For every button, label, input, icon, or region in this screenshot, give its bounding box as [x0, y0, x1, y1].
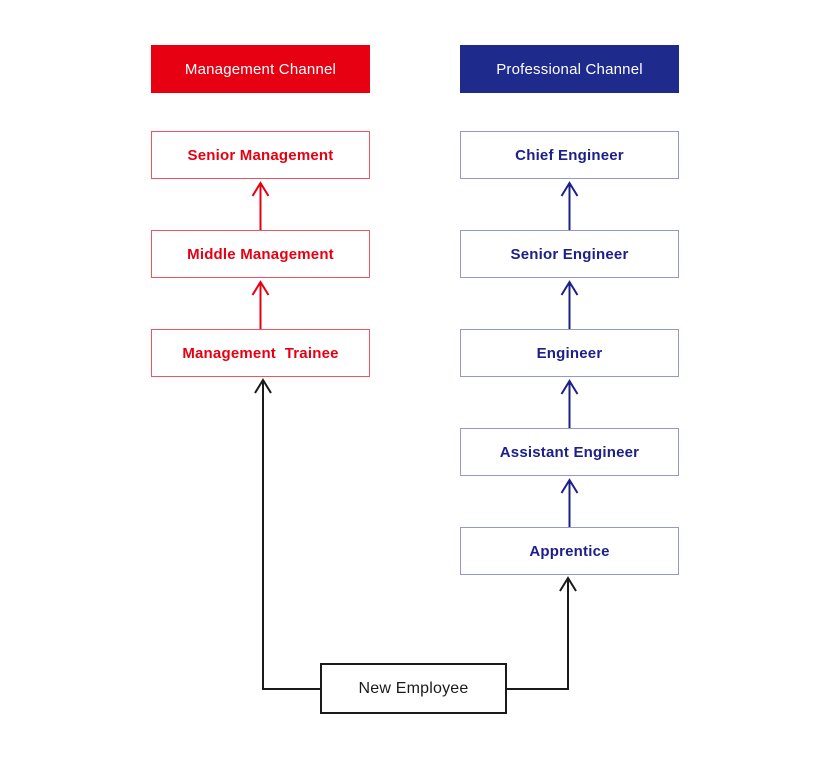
- node-senior-management-label: Senior Management: [187, 146, 334, 164]
- node-senior-management: Senior Management: [151, 131, 370, 179]
- node-senior-engineer: Senior Engineer: [460, 230, 679, 278]
- arrow-middle-to-senior-head-icon: [251, 181, 270, 197]
- arrow-assistant-to-engineer-head-icon: [560, 379, 579, 395]
- node-management-trainee-label: Management Trainee: [182, 344, 339, 362]
- node-chief-engineer-label: Chief Engineer: [515, 146, 624, 164]
- professional-arrows: [560, 181, 579, 527]
- entry-to-apprentice-line: [507, 579, 569, 690]
- node-apprentice: Apprentice: [460, 527, 679, 575]
- node-engineer: Engineer: [460, 329, 679, 377]
- node-new-employee: New Employee: [320, 663, 507, 714]
- node-new-employee-label: New Employee: [358, 679, 469, 697]
- entry-to-apprentice-head-icon: [559, 576, 577, 592]
- node-chief-engineer: Chief Engineer: [460, 131, 679, 179]
- management-arrows: [251, 181, 270, 329]
- node-middle-management: Middle Management: [151, 230, 370, 278]
- node-assistant-engineer: Assistant Engineer: [460, 428, 679, 476]
- professional-channel-label: Professional Channel: [496, 60, 643, 78]
- arrow-trainee-to-middle-head-icon: [251, 280, 270, 296]
- entry-to-trainee-line: [262, 381, 320, 690]
- node-engineer-label: Engineer: [536, 344, 603, 362]
- node-apprentice-label: Apprentice: [529, 542, 610, 560]
- management-channel-label: Management Channel: [184, 60, 337, 78]
- arrow-senioreng-to-chief-head-icon: [560, 181, 579, 197]
- entry-connectors: [254, 378, 577, 690]
- management-channel-header: Management Channel: [151, 45, 370, 93]
- node-senior-engineer-label: Senior Engineer: [510, 245, 629, 263]
- arrow-apprentice-to-assistant-head-icon: [560, 478, 579, 494]
- professional-channel-header: Professional Channel: [460, 45, 679, 93]
- arrow-engineer-to-senioreng-head-icon: [560, 280, 579, 296]
- entry-to-trainee-head-icon: [254, 378, 272, 394]
- node-assistant-engineer-label: Assistant Engineer: [499, 443, 640, 461]
- node-middle-management-label: Middle Management: [187, 245, 334, 263]
- node-management-trainee: Management Trainee: [151, 329, 370, 377]
